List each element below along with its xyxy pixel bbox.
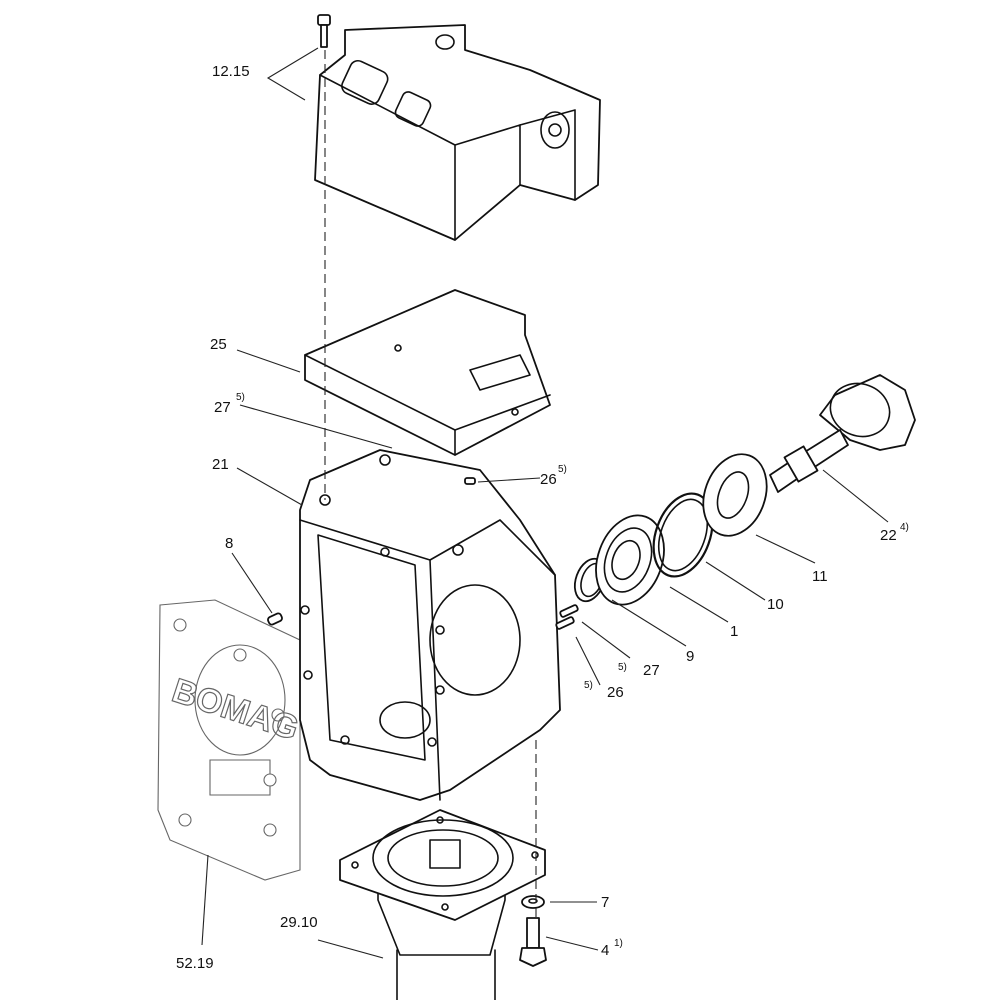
part-4-bolt — [519, 917, 547, 967]
callout-25: 25 — [210, 336, 227, 353]
callout-11: 11 — [812, 568, 828, 585]
callout-footnote: 5) — [236, 392, 245, 403]
part-21-housing — [299, 449, 561, 801]
callout-label: 26 — [540, 471, 557, 488]
part-8-pin — [267, 612, 283, 626]
screw-12-15 — [317, 14, 331, 48]
part-1-bearing — [595, 514, 665, 606]
callout-26-top: 265) — [540, 464, 567, 488]
callout-label: 11 — [812, 568, 828, 585]
callout-footnote: 4) — [900, 522, 909, 533]
part-25-plate — [304, 289, 551, 456]
callout-27-side: 27 5) — [618, 662, 660, 679]
callout-label: 21 — [212, 456, 229, 473]
callout-label: 52.19 — [176, 955, 214, 972]
callout-label: 1 — [730, 623, 738, 640]
callout-4: 4 1) — [601, 938, 623, 959]
callout-footnote: 5) — [558, 464, 567, 475]
callout-12-15: 12.15 — [212, 63, 250, 80]
callout-1: 1 — [730, 623, 738, 640]
callout-label: 7 — [601, 894, 609, 911]
part-cover-bracket — [314, 24, 601, 241]
callout-52-19: 52.19 — [176, 955, 214, 972]
callout-label: 9 — [686, 648, 694, 665]
callout-label: 29.10 — [280, 914, 318, 931]
part-29-10-flange — [339, 809, 546, 1000]
callout-footnote: 5) — [584, 680, 593, 691]
callout-29-10: 29.10 — [280, 914, 318, 931]
callout-label: 8 — [225, 535, 233, 552]
part-22-shaft-drum — [769, 374, 916, 493]
callout-label: 22 — [880, 527, 897, 544]
part-7-washer — [521, 895, 545, 909]
callout-label: 10 — [767, 596, 784, 613]
callout-label: 12.15 — [212, 63, 250, 80]
callout-label: 27 — [643, 662, 660, 679]
callout-21: 21 — [212, 456, 229, 473]
callout-10: 10 — [767, 596, 784, 613]
part-10-retaining-ring — [652, 492, 714, 578]
callout-8: 8 — [225, 535, 233, 552]
part-26-27-studs — [464, 477, 579, 630]
part-52-19-cover: BOMAG — [157, 599, 304, 881]
callout-footnote: 5) — [618, 662, 627, 673]
callout-label: 27 — [214, 399, 231, 416]
callout-label: 25 — [210, 336, 227, 353]
callout-7: 7 — [601, 894, 609, 911]
callout-27-top: 27 5) — [214, 392, 245, 416]
part-11-seal — [702, 453, 768, 537]
leader-lines — [201, 47, 889, 959]
callout-label: 26 — [607, 684, 624, 701]
callout-26-side: 26 5) — [584, 680, 624, 701]
callout-label: 4 — [601, 942, 609, 959]
callout-9: 9 — [686, 648, 694, 665]
callout-footnote: 1) — [614, 938, 623, 949]
